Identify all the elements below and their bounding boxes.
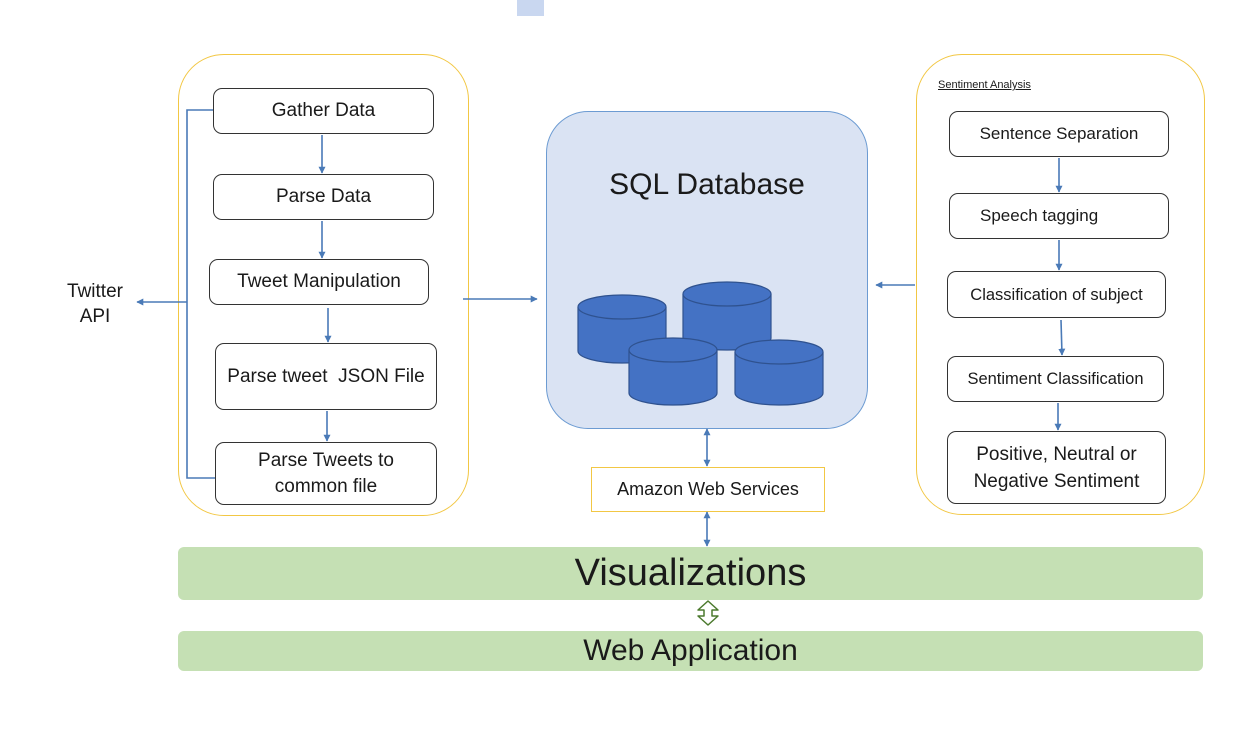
parse-data-box: Parse Data [213,174,434,220]
classification-subject-box: Classification of subject [947,271,1166,318]
sentence-separation-box: Sentence Separation [949,111,1169,157]
sentiment-result-box: Positive, Neutral or Negative Sentiment [947,431,1166,504]
speech-tagging-box: Speech tagging [949,193,1169,239]
amazon-web-services-box: Amazon Web Services [591,467,825,512]
sql-database-container: SQL Database [546,111,868,429]
visualizations-band: Visualizations [178,547,1203,600]
twitter-label-line1: Twitter [67,281,123,302]
sentiment-classification-box: Sentiment Classification [947,356,1164,402]
tweet-manipulation-box: Tweet Manipulation [209,259,429,305]
twitter-label-line2: API [79,306,111,327]
parse-tweets-common-box: Parse Tweets to common file [215,442,437,505]
top-marker [517,0,544,16]
web-application-band: Web Application [178,631,1203,671]
twitter-api-label: Twitter API [55,279,135,329]
gather-data-box: Gather Data [213,88,434,134]
sentiment-analysis-title: Sentiment Analysis [938,79,1031,91]
sql-database-title: SQL Database [609,168,805,201]
parse-tweet-json-label: Parse tweet JSON File [227,365,425,387]
parse-tweet-json-box: Parse tweet JSON File [215,343,437,410]
double-arrow-icon [697,600,719,626]
